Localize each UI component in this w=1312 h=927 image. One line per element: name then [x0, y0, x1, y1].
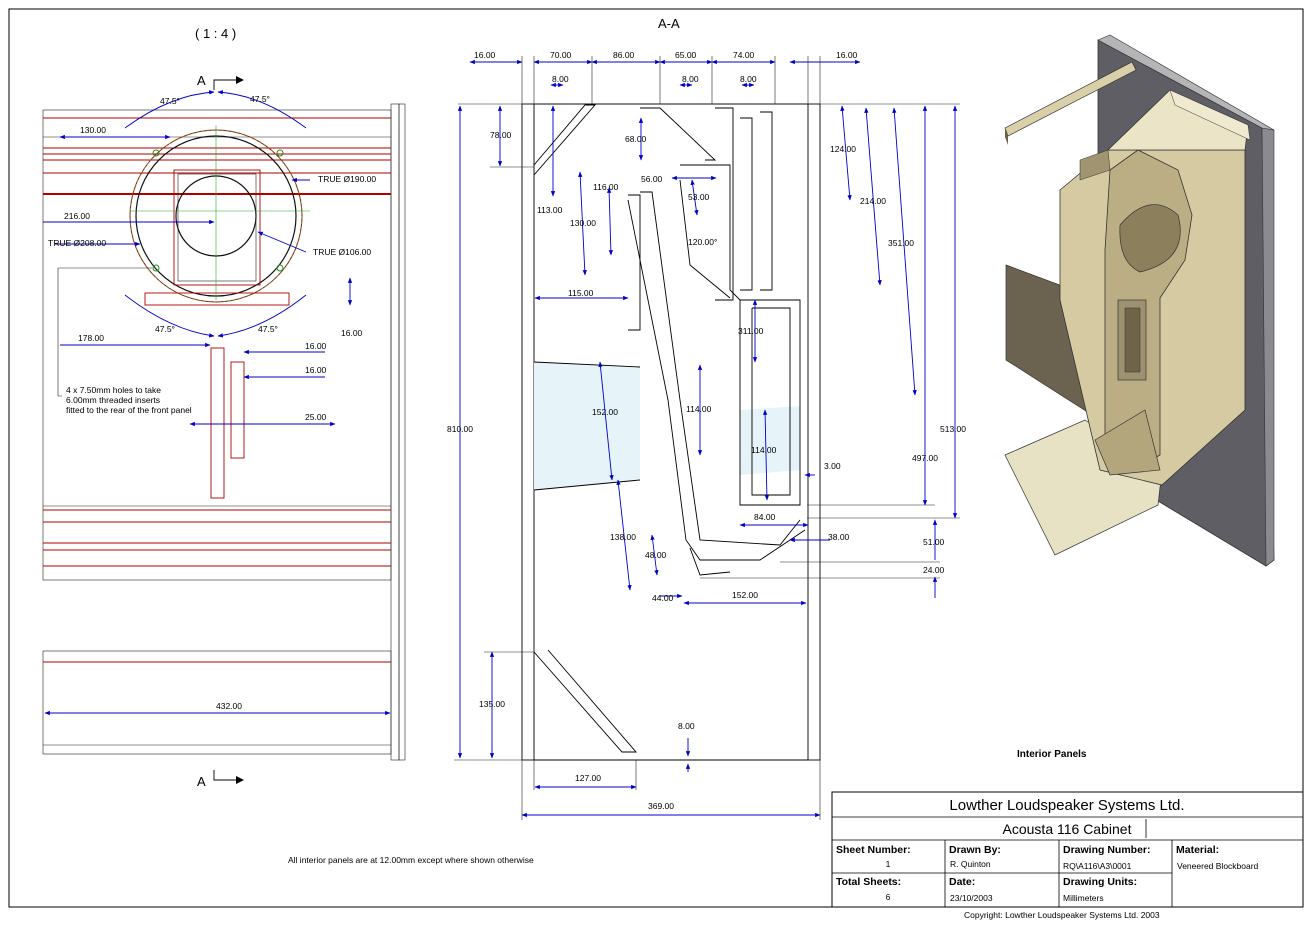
cabinet-rear-wall [521, 103, 535, 761]
dim-25: 25.00 [305, 412, 327, 422]
dim-44: 44.00 [652, 593, 674, 603]
dim-top-8-c: 8.00 [740, 74, 757, 84]
drawn-by-label: Drawn By: [949, 844, 1001, 856]
dim-angle-4: 47.5° [258, 324, 278, 334]
dim-top-74: 74.00 [733, 50, 755, 60]
drawing-number-label: Drawing Number: [1063, 844, 1151, 856]
cabinet-front-wall [807, 103, 821, 761]
dim-16-c: 16.00 [305, 365, 327, 375]
dim-124: 124.00 [830, 144, 856, 154]
dim-16-b: 16.00 [305, 341, 327, 351]
sheet-number-value: 1 [886, 859, 891, 869]
dim-513: 513.00 [940, 424, 966, 434]
holes-note-line-3: fitted to the rear of the front panel [66, 405, 192, 415]
drawn-by-value: R. Quinton [950, 859, 991, 869]
dim-53: 53.00 [688, 192, 710, 202]
material-value: Veneered Blockboard [1177, 861, 1259, 871]
dim-138: 138.00 [610, 532, 636, 542]
dim-120-angle: 120.00° [688, 237, 717, 247]
dim-38: 38.00 [828, 532, 850, 542]
dim-56: 56.00 [641, 174, 663, 184]
dim-115: 115.00 [568, 288, 594, 298]
dim-351: 351.00 [888, 238, 914, 248]
interior-panels-label: Interior Panels [1017, 749, 1087, 760]
dim-top-86: 86.00 [613, 50, 635, 60]
drawing-number-value: RQ\A116\A3\0001 [1063, 861, 1132, 871]
dim-178: 178.00 [78, 333, 104, 343]
copyright: Copyright: Lowther Loudspeaker Systems L… [964, 910, 1160, 920]
dim-top-16-left: 16.00 [474, 50, 496, 60]
dim-top-8-a: 8.00 [552, 74, 569, 84]
dim-152-horiz: 152.00 [732, 590, 758, 600]
dim-8-bottom: 8.00 [678, 721, 695, 731]
total-sheets-value: 6 [886, 892, 891, 902]
dim-135: 135.00 [479, 699, 505, 709]
dim-810: 810.00 [447, 424, 473, 434]
dim-top-70: 70.00 [550, 50, 572, 60]
dim-114-b: 114.00 [751, 445, 777, 455]
total-sheets-label: Total Sheets: [836, 876, 901, 888]
interior-panels-3d: Interior Panels [1004, 34, 1275, 760]
section-title: A-A [658, 16, 680, 31]
section-marker-bottom: A [197, 774, 206, 789]
dim-top-8-b: 8.00 [682, 74, 699, 84]
sheet-number-label: Sheet Number: [836, 844, 911, 856]
dim-angle-3: 47.5° [155, 324, 175, 334]
units-value: Millimeters [1063, 893, 1104, 903]
callout-true-106: TRUE Ø106.00 [313, 247, 371, 257]
dim-78: 78.00 [490, 130, 512, 140]
dim-angle-2: 47.5° [250, 94, 270, 104]
section-view: A-A [447, 16, 966, 820]
company-name: Lowther Loudspeaker Systems Ltd. [949, 797, 1184, 814]
dim-24: 24.00 [923, 565, 945, 575]
units-label: Drawing Units: [1063, 876, 1137, 888]
dim-214: 214.00 [860, 196, 886, 206]
holes-note-line-1: 4 x 7.50mm holes to take [66, 385, 161, 395]
dim-114-a: 114.00 [686, 404, 712, 414]
dim-497: 497.00 [912, 453, 938, 463]
material-label: Material: [1176, 844, 1219, 856]
dim-top-65: 65.00 [675, 50, 697, 60]
dim-127: 127.00 [575, 773, 601, 783]
scale-label: ( 1 : 4 ) [195, 26, 236, 41]
dim-51: 51.00 [923, 537, 945, 547]
front-view: ( 1 : 4 ) A A [42, 26, 406, 789]
dim-angle-1: 47.5° [160, 96, 180, 106]
section-marker-top: A [197, 73, 206, 88]
dim-369: 369.00 [648, 801, 674, 811]
callout-true-190: TRUE Ø190.00 [318, 174, 376, 184]
dim-16-a: 16.00 [341, 328, 363, 338]
holes-note-line-2: 6.00mm threaded inserts [66, 395, 160, 405]
dim-48: 48.00 [645, 550, 667, 560]
general-note: All interior panels are at 12.00mm excep… [288, 855, 534, 865]
dim-130: 130.00 [80, 125, 106, 135]
drawing-title: Acousta 116 Cabinet [1003, 821, 1132, 837]
dim-116: 116.00 [593, 182, 619, 192]
date-value: 23/10/2003 [950, 893, 993, 903]
dim-311: 311.00 [738, 326, 764, 336]
callout-true-208: TRUE Ø208.00 [48, 238, 106, 248]
dim-top-16-right: 16.00 [836, 50, 858, 60]
dim-84: 84.00 [754, 512, 776, 522]
dim-432: 432.00 [216, 701, 242, 711]
dim-152-vert: 152.00 [592, 407, 618, 417]
sheet-border [8, 8, 1304, 908]
dim-68: 68.00 [625, 134, 647, 144]
dim-113: 113.00 [537, 205, 563, 215]
dim-216: 216.00 [64, 211, 90, 221]
date-label: Date: [949, 876, 975, 888]
title-block: Lowther Loudspeaker Systems Ltd. Acousta… [831, 791, 1304, 908]
dim-130: 130.00 [570, 218, 596, 228]
dim-3: 3.00 [824, 461, 841, 471]
